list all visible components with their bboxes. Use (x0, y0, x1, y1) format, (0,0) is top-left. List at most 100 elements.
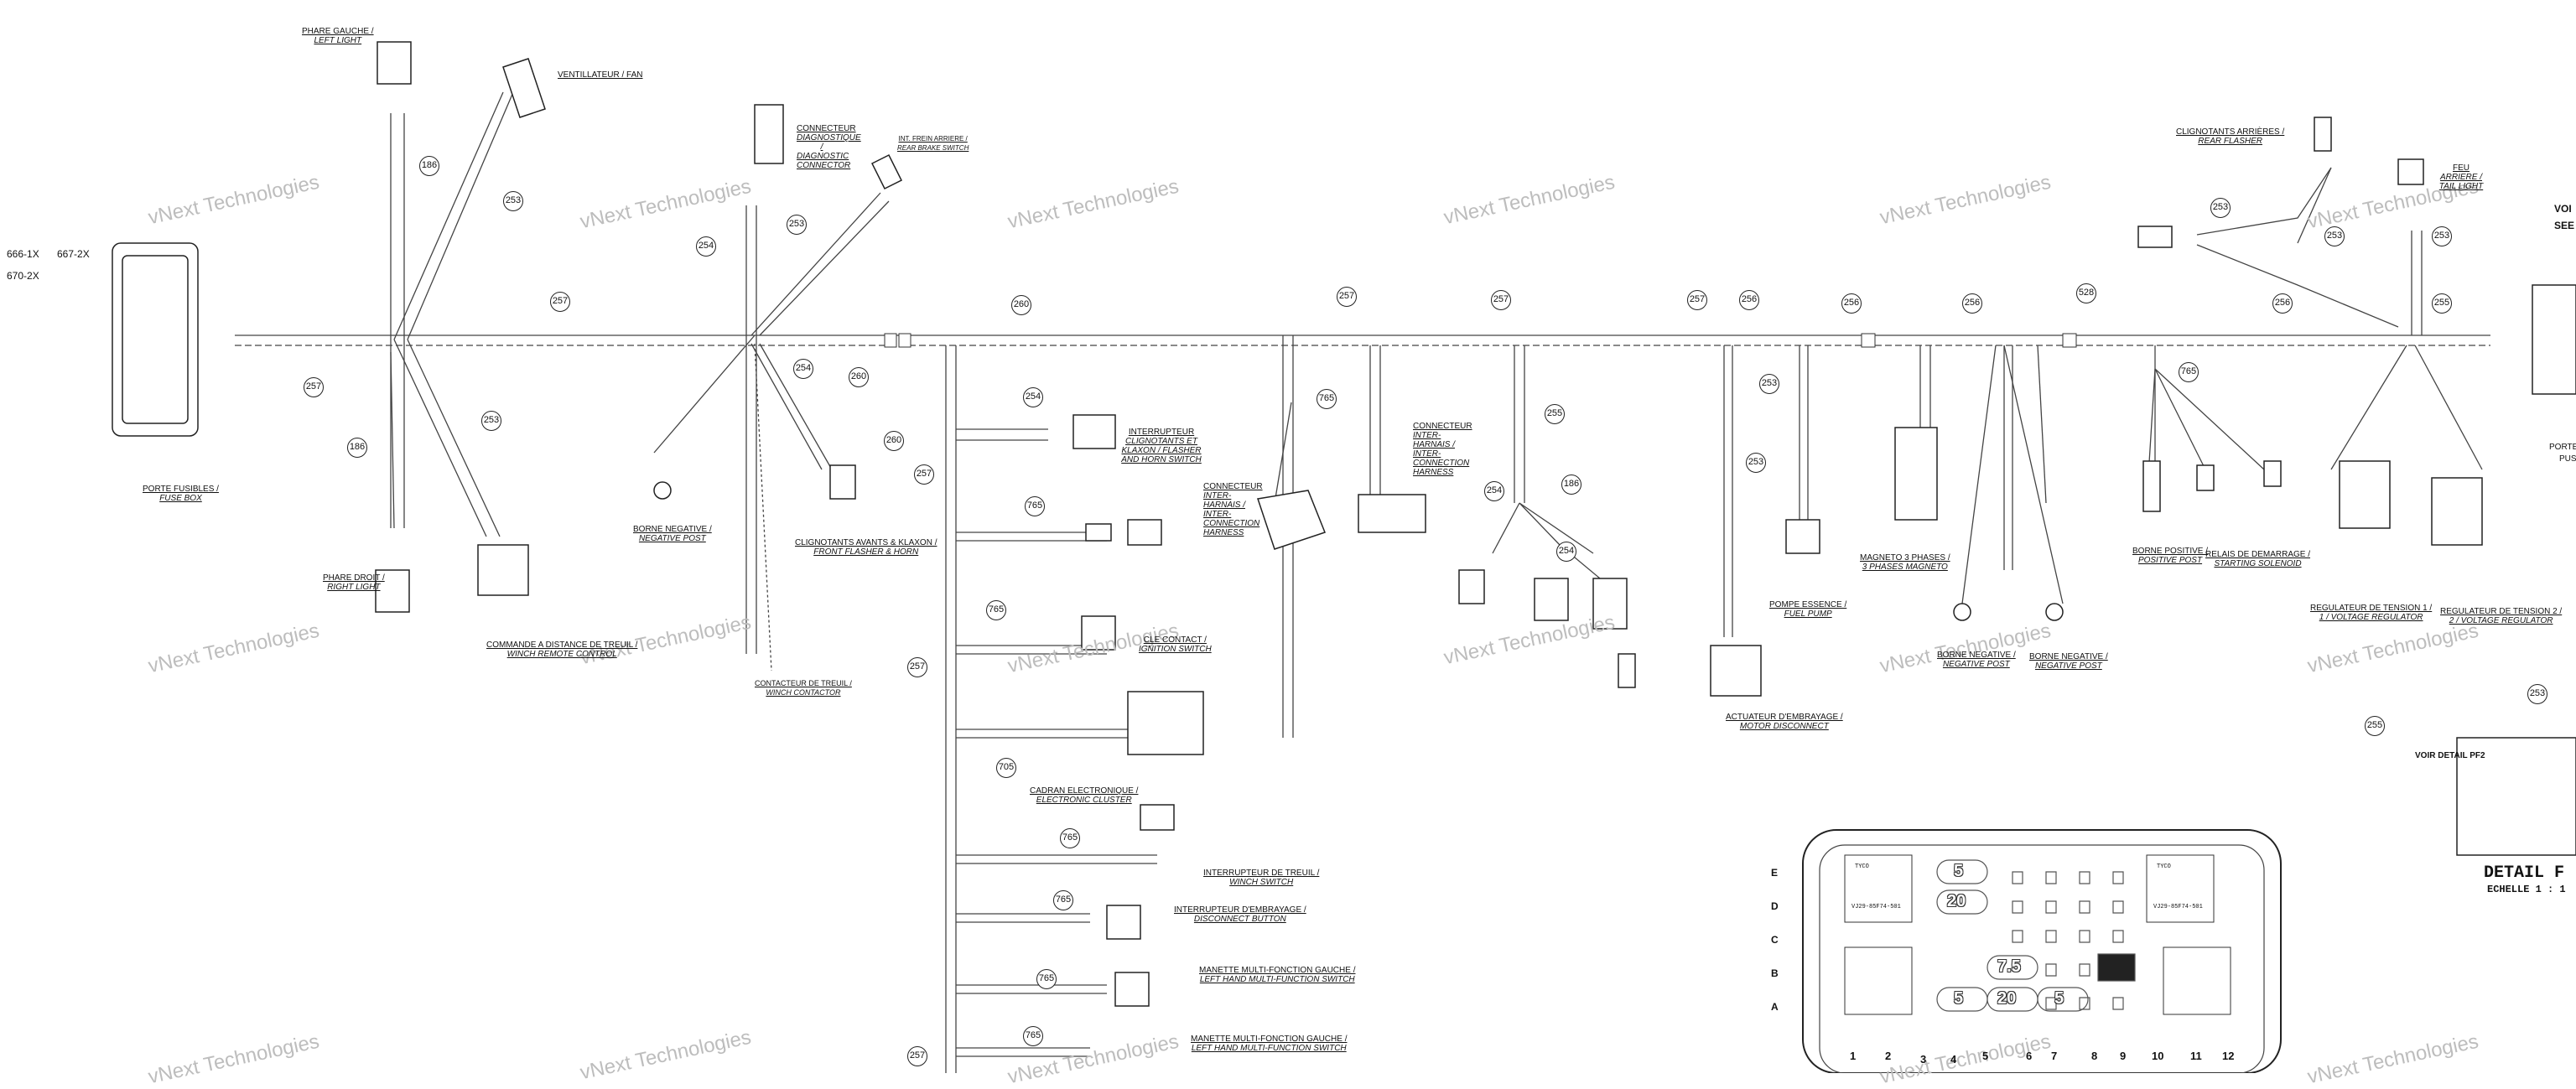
callout: 257 (907, 1046, 927, 1066)
callout: 256 (2272, 293, 2293, 314)
callout: 254 (1023, 387, 1043, 407)
callout: 256 (1841, 293, 1862, 314)
fuse-col-label: 8 (2091, 1050, 2098, 1062)
label-negative-post-3: BORNE NEGATIVE /NEGATIVE POST (2029, 652, 2108, 671)
fuse-box-detail (1802, 829, 2282, 1073)
label-magneto: MAGNETO 3 PHASES /3 PHASES MAGNETO (1860, 553, 1950, 572)
label-voltage-regulator-1: REGULATEUR DE TENSION 1 /1 / VOLTAGE REG… (2310, 604, 2433, 622)
callout: 254 (793, 359, 813, 379)
relay-label: TYCO (1855, 863, 1869, 870)
callout: 253 (2210, 198, 2231, 218)
callout: 253 (2527, 684, 2547, 704)
fuse-rating: 20 (1997, 989, 2017, 1008)
callout: 253 (2432, 226, 2452, 246)
label-ignition-switch: CLE CONTACT /IGNITION SWITCH (1139, 635, 1212, 654)
label-positive-post: BORNE POSITIVE /POSITIVE POST (2132, 547, 2209, 565)
callout: 253 (481, 411, 501, 431)
fuse-rating: 7.5 (1997, 957, 2021, 976)
note-667: 667-2X (57, 248, 90, 260)
note-670: 670-2X (7, 270, 39, 282)
callout: 765 (1025, 496, 1045, 516)
fuse-rating: 20 (1947, 892, 1966, 910)
callout: 260 (849, 367, 869, 387)
label-electronic-cluster: CADRAN ELECTRONIQUE /ELECTRONIC CLUSTER (1030, 786, 1139, 805)
callout: 253 (1746, 453, 1766, 473)
callout: 765 (986, 600, 1006, 620)
label-winch-switch: INTERRUPTEUR DE TREUIL /WINCH SWITCH (1203, 869, 1320, 887)
part-number: VJ29-85F74-501 (2153, 904, 2203, 910)
callout: 256 (1962, 293, 1982, 314)
fuse-col-label: 9 (2120, 1050, 2127, 1062)
callout: 257 (914, 464, 934, 485)
label-voltage-regulator-2: REGULATEUR DE TENSION 2 /2 / VOLTAGE REG… (2440, 607, 2563, 625)
label-negative-post-2: BORNE NEGATIVE /NEGATIVE POST (1937, 651, 2016, 669)
branch-left-light (390, 113, 405, 528)
relay-label: TYCO (2157, 863, 2171, 870)
callout: 765 (1053, 890, 1073, 910)
label-multifunction-2: MANETTE MULTI-FONCTION GAUCHE /LEFT HAND… (1191, 1035, 1348, 1053)
callout: 253 (2324, 226, 2345, 246)
label-rear-brake-switch: INT. FREIN ARRIERE /REAR BRAKE SWITCH (897, 135, 969, 152)
fuse-row-label: C (1771, 934, 1779, 946)
note-porte: PORTE F (2549, 443, 2576, 452)
fuse-row-label: E (1771, 867, 1779, 879)
callout: 254 (1484, 481, 1504, 501)
callout: 260 (884, 431, 904, 451)
detail-scale: ECHELLE 1 : 1 (2487, 884, 2566, 895)
callout: 254 (696, 236, 716, 257)
callout: 253 (787, 215, 807, 235)
label-fuel-pump: POMPE ESSENCE /FUEL PUMP (1769, 600, 1847, 619)
fuse-row-label: B (1771, 967, 1779, 979)
fuse-col-label: 1 (1850, 1050, 1857, 1062)
note-666: 666-1X (7, 248, 39, 260)
note-see: SEE (2554, 220, 2575, 231)
note-voi: VOI (2554, 203, 2572, 215)
callout: 256 (1739, 290, 1759, 310)
callout: 254 (1556, 542, 1576, 562)
fuse-box-left (112, 242, 199, 437)
callout: 255 (1545, 404, 1565, 424)
callout: 260 (1011, 295, 1031, 315)
fuse-row-label: A (1771, 1001, 1779, 1013)
label-see-detail: VOIR DETAIL PF2 (2415, 751, 2485, 760)
central-trunk (945, 345, 957, 1073)
fuse-col-label: 4 (1950, 1053, 1957, 1066)
callout: 765 (1317, 389, 1337, 409)
callout: 257 (304, 377, 324, 397)
callout: 257 (1491, 290, 1511, 310)
callout: 255 (2432, 293, 2452, 314)
callout: 257 (1337, 287, 1357, 307)
callout: 257 (1687, 290, 1707, 310)
callout: 705 (996, 758, 1016, 778)
callout: 257 (550, 292, 570, 312)
fuse-col-label: 2 (1885, 1050, 1892, 1062)
label-rear-flasher: CLIGNOTANTS ARRIÈRES /REAR FLASHER (2176, 127, 2285, 146)
callout: 186 (1561, 474, 1581, 495)
label-starting-solenoid: RELAIS DE DEMARRAGE /STARTING SOLENOID (2205, 550, 2311, 568)
label-multifunction-1: MANETTE MULTI-FONCTION GAUCHE /LEFT HAND… (1199, 966, 1356, 984)
fuse-col-label: 10 (2152, 1050, 2164, 1062)
label-front-flasher: CLIGNOTANTS AVANTS & KLAXON /FRONT FLASH… (795, 538, 937, 557)
fuse-row-label: D (1771, 900, 1779, 912)
fuse-rating: 5 (2054, 989, 2064, 1008)
callout: 186 (347, 438, 367, 458)
label-motor-disconnect: ACTUATEUR D'EMBRAYAGE /MOTOR DISCONNECT (1726, 713, 1843, 731)
fuse-col-label: 11 (2190, 1050, 2202, 1062)
callout: 765 (1023, 1026, 1043, 1046)
label-left-light: PHARE GAUCHE /LEFT LIGHT (302, 27, 374, 45)
fuse-col-label: 6 (2026, 1050, 2033, 1062)
label-winch-contactor: CONTACTEUR DE TREUIL /WINCH CONTACTOR (755, 679, 852, 697)
callout: 257 (907, 657, 927, 677)
fuse-col-label: 7 (2051, 1050, 2058, 1062)
note-pus: PUS (2559, 454, 2576, 464)
part-number: VJ29-85F74-501 (1852, 904, 1901, 910)
callout: 765 (1036, 969, 1057, 989)
label-fan: VENTILLATEUR / FAN (558, 70, 643, 80)
fuse-rating: 5 (1954, 989, 1964, 1008)
fuse-col-label: 5 (1982, 1050, 1989, 1062)
